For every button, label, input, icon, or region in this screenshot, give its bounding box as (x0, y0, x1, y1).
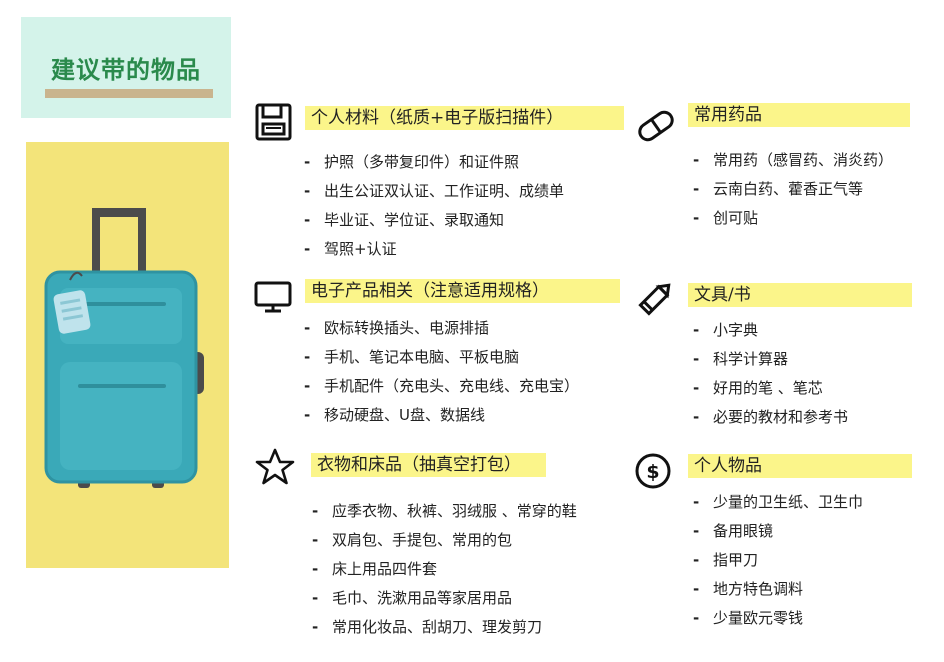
list-item: -常用化妆品、刮胡刀、理发剪刀 (312, 618, 543, 636)
section-heading-clothes: 衣物和床品（抽真空打包） (311, 453, 546, 477)
list-item: -移动硬盘、U盘、数据线 (304, 406, 485, 424)
list-item: -云南白药、藿香正气等 (693, 180, 864, 198)
list-item: -小字典 (693, 321, 759, 339)
monitor-icon (253, 276, 293, 316)
clothes-list: -应季衣物、秋裤、羽绒服 、常穿的鞋 -双肩包、手提包、常用的包 -床上用品四件… (312, 497, 577, 642)
list-item: -地方特色调料 (693, 580, 804, 598)
pencil-icon (636, 278, 676, 318)
title-box: 建议带的物品 (21, 17, 231, 118)
list-item: -常用药（感冒药、消炎药） (693, 151, 894, 169)
section-heading-stationery: 文具/书 (688, 283, 912, 307)
list-item: -床上用品四件套 (312, 560, 438, 578)
list-item: -手机配件（充电头、充电线、充电宝） (304, 377, 580, 395)
section-heading-electronics: 电子产品相关（注意适用规格） (305, 279, 620, 303)
star-icon (255, 447, 295, 487)
dollar-coin-icon: $ (633, 451, 673, 491)
stationery-list: -小字典 -科学计算器 -好用的笔 、笔芯 -必要的教材和参考书 (693, 316, 848, 432)
list-item: -好用的笔 、笔芯 (693, 379, 823, 397)
page-title: 建议带的物品 (51, 55, 201, 84)
list-item: -出生公证双认证、工作证明、成绩单 (304, 182, 565, 200)
list-item: -双肩包、手提包、常用的包 (312, 531, 513, 549)
list-item: -应季衣物、秋裤、羽绒服 、常穿的鞋 (312, 502, 577, 520)
medicine-list: -常用药（感冒药、消炎药） -云南白药、藿香正气等 -创可贴 (693, 146, 893, 233)
section-heading-medicine: 常用药品 (688, 103, 910, 127)
list-item: -手机、笔记本电脑、平板电脑 (304, 348, 520, 366)
list-item: -指甲刀 (693, 551, 759, 569)
list-item: -毕业证、学位证、录取通知 (304, 211, 505, 229)
list-item: -欧标转换插头、电源排插 (304, 319, 490, 337)
svg-text:$: $ (646, 461, 659, 483)
list-item: -必要的教材和参考书 (693, 408, 849, 426)
personal-items-list: -少量的卫生纸、卫生巾 -备用眼镜 -指甲刀 -地方特色调料 -少量欧元零钱 (693, 488, 863, 633)
list-item: -毛巾、洗漱用品等家居用品 (312, 589, 513, 607)
list-item: -少量的卫生纸、卫生巾 (693, 493, 864, 511)
title-underline (45, 89, 213, 98)
suitcase-illustration (44, 208, 204, 488)
floppy-disk-icon (254, 102, 294, 142)
section-heading-documents: 个人材料（纸质+电子版扫描件） (305, 106, 624, 130)
list-item: -少量欧元零钱 (693, 609, 804, 627)
electronics-list: -欧标转换插头、电源排插 -手机、笔记本电脑、平板电脑 -手机配件（充电头、充电… (304, 314, 579, 430)
documents-list: -护照（多带复印件）和证件照 -出生公证双认证、工作证明、成绩单 -毕业证、学位… (304, 148, 564, 264)
list-item: -驾照+认证 (304, 240, 397, 258)
list-item: -护照（多带复印件）和证件照 (304, 153, 520, 171)
pill-icon (636, 106, 676, 146)
list-item: -创可贴 (693, 209, 759, 227)
list-item: -科学计算器 (693, 350, 789, 368)
list-item: -备用眼镜 (693, 522, 774, 540)
suitcase-illustration-panel (26, 142, 229, 568)
section-heading-personal-items: 个人物品 (688, 454, 912, 478)
